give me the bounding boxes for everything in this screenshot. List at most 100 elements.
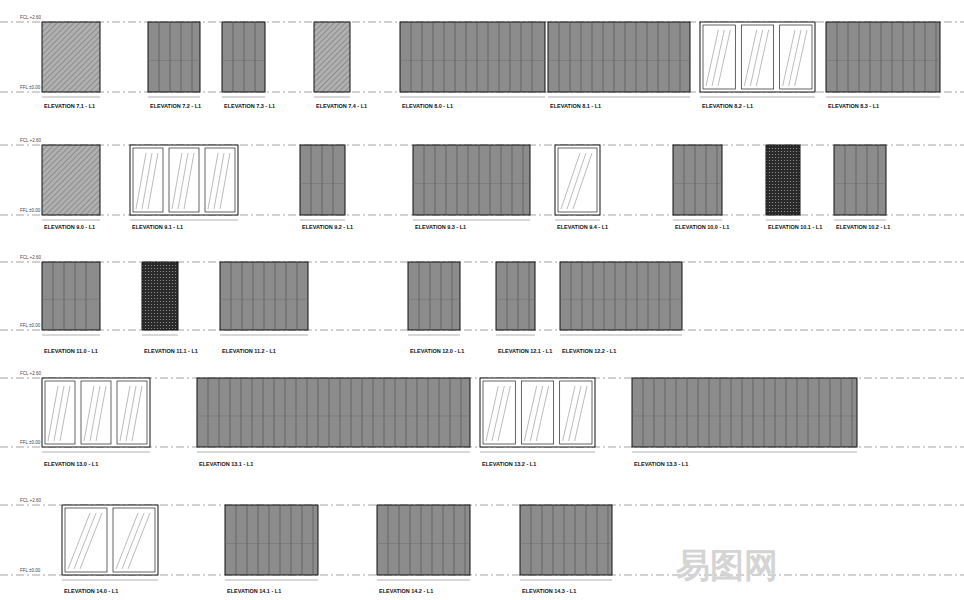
level-label: FCL +2.60 <box>20 139 41 144</box>
elevation-title: ELEVATION 7.2 - L1 <box>150 104 201 110</box>
elevation-drawing <box>148 22 200 97</box>
elevation-title: ELEVATION 14.1 - L1 <box>227 589 281 595</box>
level-label: FFL ±0.00 <box>20 441 40 446</box>
elevation-drawing <box>130 145 238 220</box>
elevation-view: ELEVATION 9.3 - L1 <box>415 145 532 232</box>
elevation-view: ELEVATION 13.0 - L1 <box>44 378 152 469</box>
elevation-title: ELEVATION 14.0 - L1 <box>64 589 118 595</box>
elevation-view: ELEVATION 7.2 - L1 <box>150 22 203 111</box>
elevation-title: ELEVATION 13.3 - L1 <box>634 462 688 468</box>
elevation-drawing <box>220 262 308 335</box>
elevation-view: ELEVATION 13.3 - L1 <box>634 378 859 469</box>
elevation-view: ELEVATION 8.0 - L1 <box>402 22 547 111</box>
elevation-drawing <box>314 22 350 97</box>
elevation-drawing <box>197 378 470 452</box>
elevation-title: ELEVATION 11.0 - L1 <box>44 349 98 355</box>
elevation-title: ELEVATION 8.1 - L1 <box>550 104 601 110</box>
elevation-title: ELEVATION 7.3 - L1 <box>224 104 275 110</box>
elevation-drawing <box>413 145 530 220</box>
level-label: FFL ±0.00 <box>20 209 40 214</box>
elevation-drawing <box>142 262 178 335</box>
elevation-drawing <box>480 378 595 452</box>
elevation-view: ELEVATION 9.4 - L1 <box>557 145 610 232</box>
elevation-title: ELEVATION 7.1 - L1 <box>44 104 95 110</box>
elevation-view: ELEVATION 10.0 - L1 <box>675 145 731 232</box>
elevation-view: ELEVATION 14.0 - L1 <box>64 505 160 596</box>
elevation-drawing <box>42 378 150 452</box>
elevation-view: ELEVATION 10.2 - L1 <box>836 145 892 232</box>
watermark: 易图网 <box>676 548 778 582</box>
elevation-title: ELEVATION 10.1 - L1 <box>768 225 822 231</box>
elevation-view: ELEVATION 11.2 - L1 <box>222 262 310 356</box>
elevation-drawing <box>673 145 722 220</box>
elevation-view: ELEVATION 14.1 - L1 <box>227 505 320 596</box>
elevation-title: ELEVATION 10.0 - L1 <box>675 225 729 231</box>
elevation-title: ELEVATION 9.1 - L1 <box>132 225 183 231</box>
elevation-view: ELEVATION 14.2 - L1 <box>379 505 472 596</box>
elevation-drawing <box>826 22 940 97</box>
elevation-drawing <box>560 262 682 335</box>
elevation-drawing <box>700 22 815 97</box>
elevation-view: ELEVATION 8.3 - L1 <box>828 22 942 111</box>
elevation-drawing <box>496 262 535 335</box>
elevation-view: ELEVATION 11.1 - L1 <box>144 262 200 356</box>
elevation-title: ELEVATION 12.2 - L1 <box>562 349 616 355</box>
elevation-view: ELEVATION 13.1 - L1 <box>199 378 472 469</box>
elevation-view: ELEVATION 8.2 - L1 <box>702 22 817 111</box>
elevation-drawing <box>632 378 857 452</box>
elevation-drawing <box>42 262 100 335</box>
elevation-title: ELEVATION 8.2 - L1 <box>702 104 753 110</box>
elevation-view: ELEVATION 12.0 - L1 <box>410 262 466 356</box>
level-label: FFL ±0.00 <box>20 86 40 91</box>
elevation-drawing <box>42 22 100 97</box>
elevation-drawing <box>548 22 690 97</box>
elevation-title: ELEVATION 9.3 - L1 <box>415 225 466 231</box>
elevation-drawing <box>520 505 612 580</box>
elevation-drawing <box>42 145 100 220</box>
elevation-drawing <box>766 145 800 220</box>
elevation-view: ELEVATION 7.3 - L1 <box>224 22 277 111</box>
elevation-view: ELEVATION 9.0 - L1 <box>44 145 102 232</box>
elevation-title: ELEVATION 8.0 - L1 <box>402 104 453 110</box>
elevation-view: ELEVATION 7.4 - L1 <box>316 22 369 111</box>
elevation-title: ELEVATION 13.0 - L1 <box>44 462 98 468</box>
elevation-title: ELEVATION 12.0 - L1 <box>410 349 464 355</box>
level-label: FCL +2.60 <box>20 499 41 504</box>
level-label: FCL +2.60 <box>20 256 41 261</box>
level-label: FCL +2.60 <box>20 16 41 21</box>
elevation-view: ELEVATION 14.3 - L1 <box>522 505 614 596</box>
elevation-view: ELEVATION 8.1 - L1 <box>550 22 692 111</box>
elevation-view: ELEVATION 7.1 - L1 <box>44 22 102 111</box>
elevation-view: ELEVATION 11.0 - L1 <box>44 262 102 356</box>
elevation-drawing <box>222 22 265 97</box>
elevation-view: ELEVATION 13.2 - L1 <box>482 378 597 469</box>
level-label: FFL ±0.00 <box>20 569 40 574</box>
elevation-view: ELEVATION 10.1 - L1 <box>768 145 824 232</box>
elevation-drawing <box>300 145 345 220</box>
elevation-title: ELEVATION 13.1 - L1 <box>199 462 253 468</box>
elevation-drawing <box>225 505 318 580</box>
elevation-title: ELEVATION 9.4 - L1 <box>557 225 608 231</box>
elevation-title: ELEVATION 12.1 - L1 <box>498 349 552 355</box>
elevation-drawing <box>62 505 158 580</box>
elevation-title: ELEVATION 10.2 - L1 <box>836 225 890 231</box>
elevation-drawing <box>377 505 470 580</box>
elevation-title: ELEVATION 13.2 - L1 <box>482 462 536 468</box>
elevation-title: ELEVATION 11.2 - L1 <box>222 349 276 355</box>
elevation-title: ELEVATION 14.2 - L1 <box>379 589 433 595</box>
level-label: FCL +2.60 <box>20 372 41 377</box>
elevation-drawing <box>408 262 460 335</box>
elevation-title: ELEVATION 7.4 - L1 <box>316 104 367 110</box>
elevation-drawing <box>400 22 545 97</box>
elevation-drawing <box>555 145 600 220</box>
elevation-view: ELEVATION 9.1 - L1 <box>132 145 240 232</box>
elevation-title: ELEVATION 11.1 - L1 <box>144 349 198 355</box>
elevation-view: ELEVATION 12.2 - L1 <box>562 262 684 356</box>
level-label: FFL ±0.00 <box>20 324 40 329</box>
elevation-title: ELEVATION 8.3 - L1 <box>828 104 879 110</box>
elevation-title: ELEVATION 14.3 - L1 <box>522 589 576 595</box>
elevation-drawing <box>834 145 886 220</box>
elevation-view: ELEVATION 12.1 - L1 <box>498 262 554 356</box>
elevation-view: ELEVATION 9.2 - L1 <box>302 145 355 232</box>
